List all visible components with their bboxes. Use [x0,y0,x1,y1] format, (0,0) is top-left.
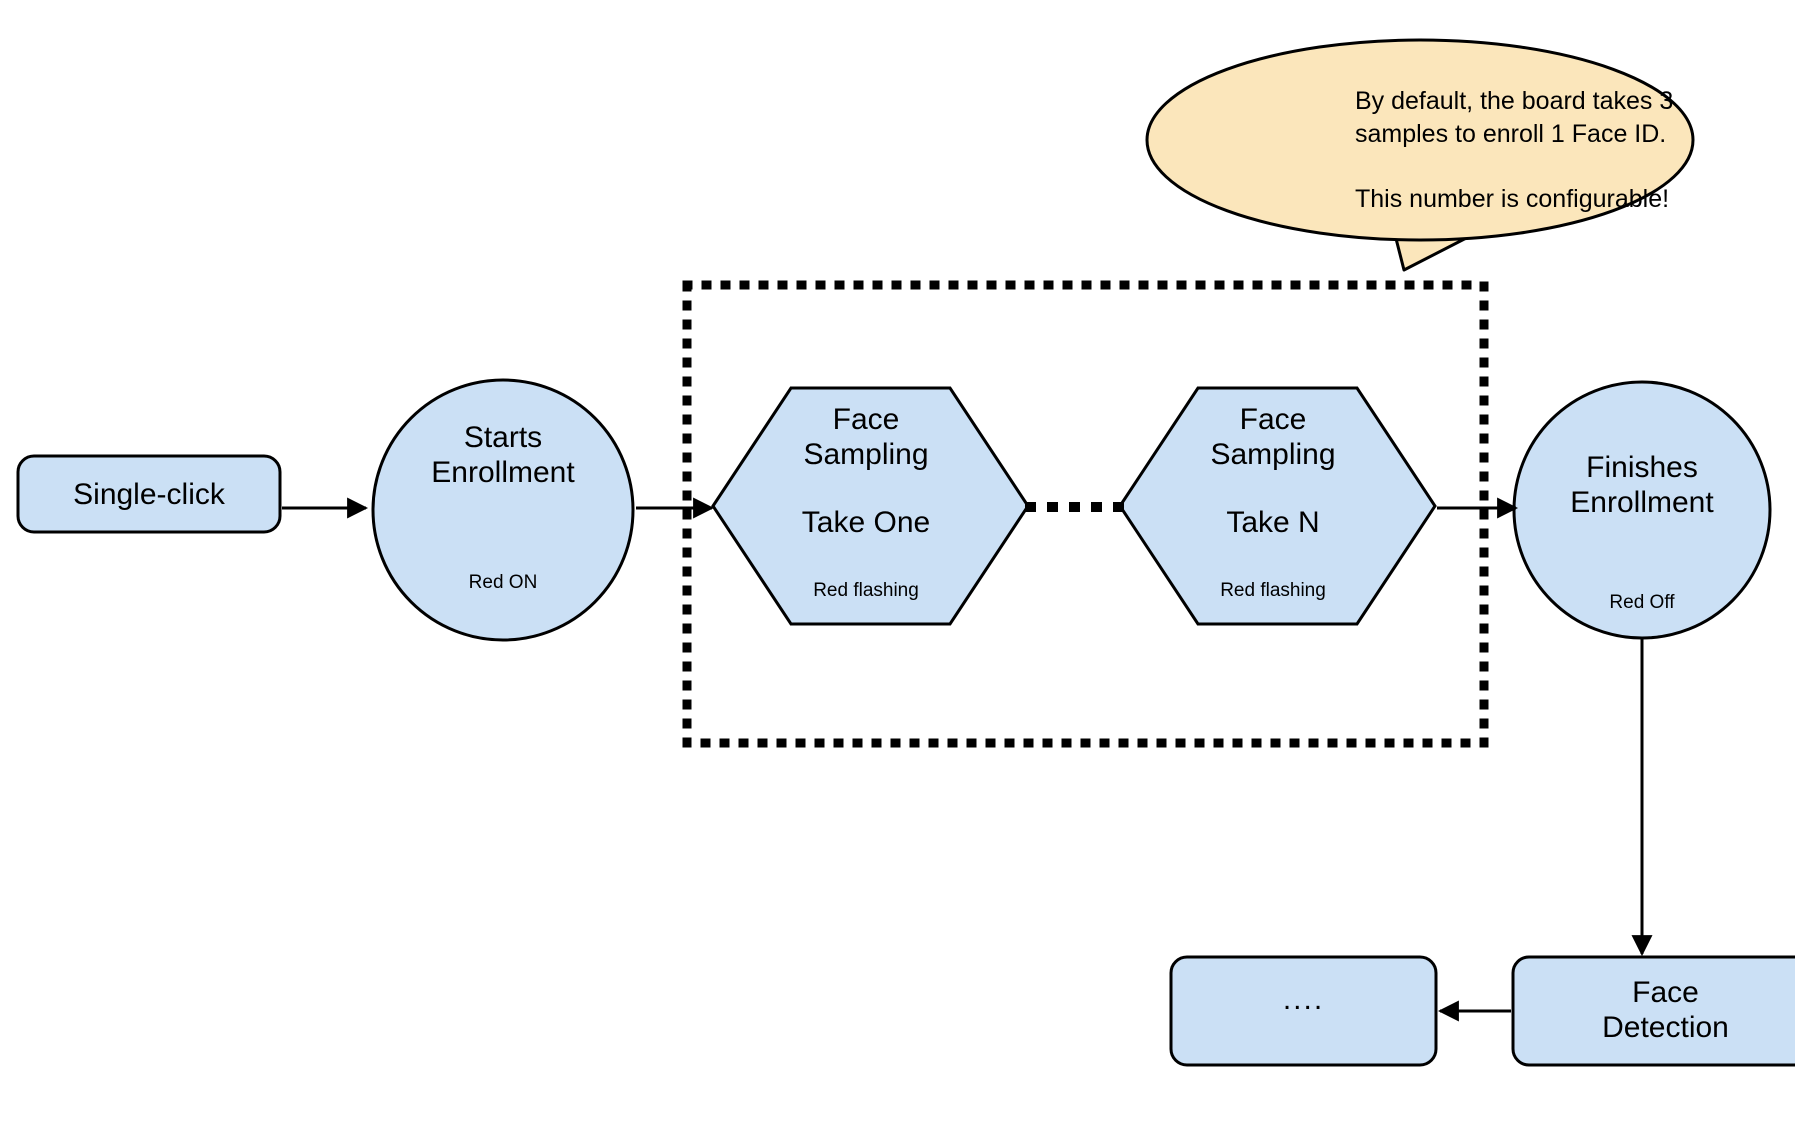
node-face-sampling-take-one-shape[interactable] [711,386,1030,626]
node-face-sampling-take-n-shape[interactable] [1118,386,1437,626]
node-finishes-enrollment-shape[interactable] [1512,380,1772,640]
callout-tail-cover [1391,214,1477,233]
node-single-click-shape[interactable] [16,454,282,534]
node-starts-enrollment-shape[interactable] [371,378,635,642]
node-more-steps-shape[interactable] [1169,955,1438,1067]
callout-bubble [1145,38,1695,242]
node-face-detection-shape[interactable] [1511,955,1795,1067]
sampling-loop-group-box [682,280,1489,748]
